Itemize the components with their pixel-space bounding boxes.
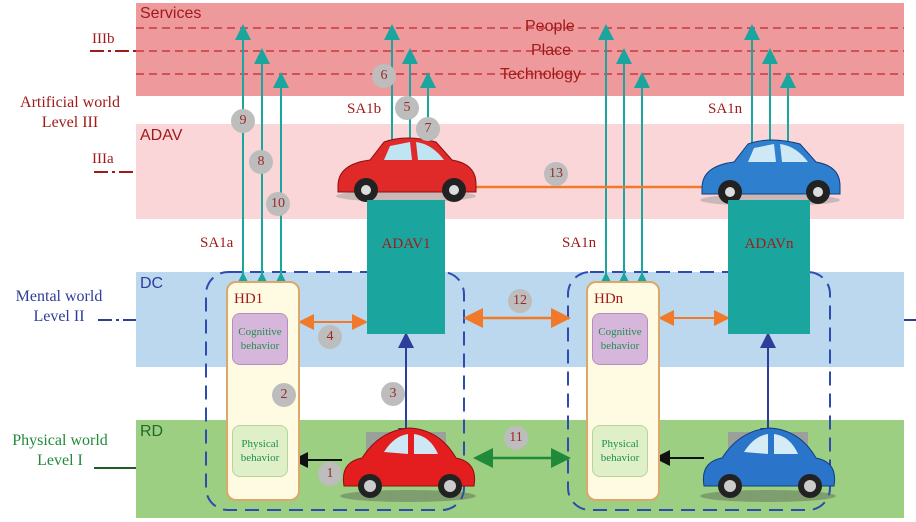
step-9-badge: 9 (231, 109, 255, 133)
physical-world-line2: Level I (37, 452, 83, 469)
rd-band-title: RD (140, 423, 164, 440)
step-8-badge: 8 (249, 150, 273, 174)
artificial-world-line2: Level III (41, 114, 99, 131)
sa1b-label: SA1b (347, 101, 382, 117)
artificial-world-line1: Artificial world (20, 94, 120, 111)
step-4-badge: 4 (318, 325, 342, 349)
iiia-label: IIIa (92, 151, 114, 167)
step-7-badge: 7 (416, 117, 440, 141)
sa-arrows (235, 24, 796, 288)
physical-world-label: Physical world Level I (2, 431, 118, 471)
hd1-physical-behavior: Physical behavior (232, 425, 288, 477)
services-band-title: Services (140, 5, 202, 22)
step-11-badge: 11 (504, 426, 528, 450)
service-people: People (525, 18, 575, 35)
adav1-label: ADAV1 (381, 236, 431, 252)
step-5-badge: 5 (395, 96, 419, 120)
sa1n-left-label: SA1n (562, 235, 597, 251)
adavn-label: ADAVn (744, 236, 794, 252)
hdn-box: HDn Cognitive behavior Physical behavior (586, 281, 660, 501)
step-13-badge: 13 (544, 162, 568, 186)
step-3-badge: 3 (381, 382, 405, 406)
step-2-badge: 2 (272, 383, 296, 407)
sa1a-label: SA1a (200, 235, 234, 251)
physical-world-line1: Physical world (12, 432, 108, 449)
mental-world-line2: Level II (33, 308, 85, 325)
step-10-badge: 10 (266, 192, 290, 216)
mental-world-line1: Mental world (15, 288, 103, 305)
adav1-box: ADAV1 (367, 200, 445, 334)
virtual-car-1 (336, 137, 477, 202)
artificial-world-label: Artificial world Level III (10, 93, 130, 133)
hd1-label: HD1 (234, 291, 264, 307)
sa1n-top-label: SA1n (708, 101, 743, 117)
hdn-physical-behavior: Physical behavior (592, 425, 648, 477)
iiib-label: IIIb (92, 31, 115, 47)
real-car-1 (340, 427, 476, 502)
step-12-badge: 12 (508, 289, 532, 313)
group-1-outline (205, 271, 465, 511)
adavn-box: ADAVn (728, 200, 810, 334)
mental-world-label: Mental world Level II (4, 287, 114, 327)
dc-band-title: DC (140, 275, 164, 292)
hd1-cognitive-behavior: Cognitive behavior (232, 313, 288, 365)
step-6-badge: 6 (372, 64, 396, 88)
service-place: Place (531, 42, 572, 59)
adav-band-title: ADAV (140, 127, 183, 144)
hdn-label: HDn (594, 291, 624, 307)
hdn-cognitive-behavior: Cognitive behavior (592, 313, 648, 365)
step-1-badge: 1 (318, 462, 342, 486)
real-car-n (700, 427, 836, 502)
service-technology: Technology (500, 66, 581, 83)
